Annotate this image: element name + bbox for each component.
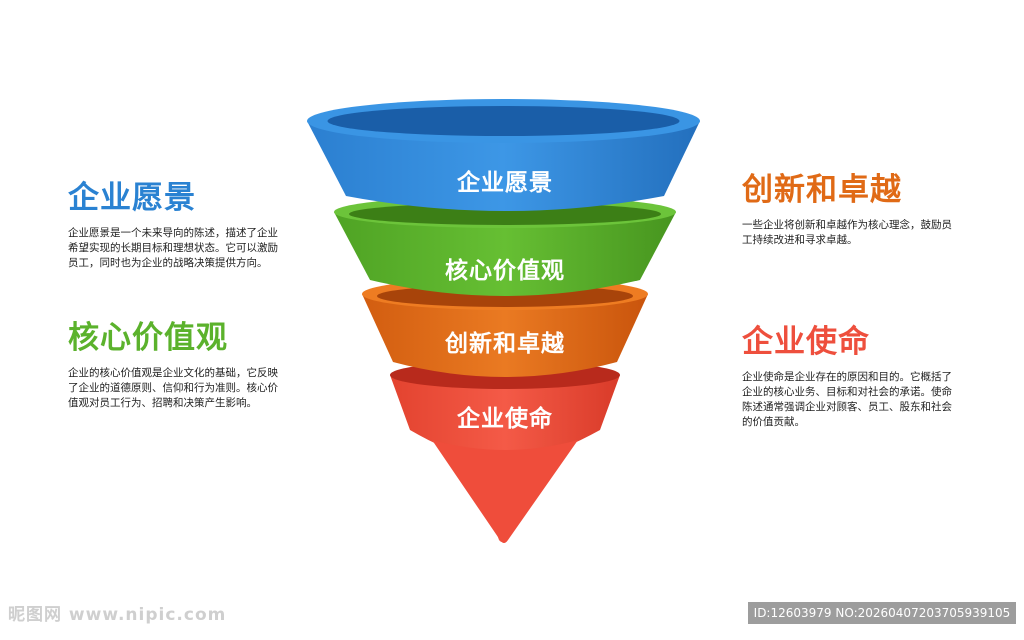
funnel-layer-mission [390,361,620,543]
funnel-label-innovation: 创新和卓越 [444,330,565,357]
vision-title: 企业愿景 [68,180,196,216]
vision-block: 企业愿景 企业愿景是一个未来导向的陈述，描述了企业希望实现的长期目标和理想状态。… [68,178,282,271]
innovation-description: 一些企业将创新和卓越作为核心理念，鼓励员工持续改进和寻求卓越。 [742,219,952,246]
funnel-label-mission: 企业使命 [456,405,553,432]
values-description: 企业的核心价值观是企业文化的基础，它反映了企业的道德原则、信仰和行为准则。核心价… [68,367,278,409]
watermark-site: 昵图网 www.nipic.com [8,605,227,625]
funnel-diagram: 企业愿景 核心价值观 创新和卓越 企业使命 [307,99,700,543]
funnel-layer-vision [307,99,700,211]
funnel-label-values: 核心价值观 [445,257,565,284]
values-block: 核心价值观 企业的核心价值观是企业文化的基础，它反映了企业的道德原则、信仰和行为… [68,318,282,411]
mission-title: 企业使命 [742,324,870,360]
values-title: 核心价值观 [68,320,228,356]
innovation-title: 创新和卓越 [742,172,902,208]
mission-description: 企业使命是企业存在的原因和目的。它概括了企业的核心业务、目标和对社会的承诺。使命… [742,371,952,428]
funnel-label-vision: 企业愿景 [456,169,553,196]
vision-description: 企业愿景是一个未来导向的陈述，描述了企业希望实现的长期目标和理想状态。它可以激励… [68,227,278,269]
innovation-block: 创新和卓越 一些企业将创新和卓越作为核心理念，鼓励员工持续改进和寻求卓越。 [742,170,956,248]
watermark-id: ID:12603979 NO:20260407203705939105 [748,602,1016,624]
mission-block: 企业使命 企业使命是企业存在的原因和目的。它概括了企业的核心业务、目标和对社会的… [742,322,956,430]
